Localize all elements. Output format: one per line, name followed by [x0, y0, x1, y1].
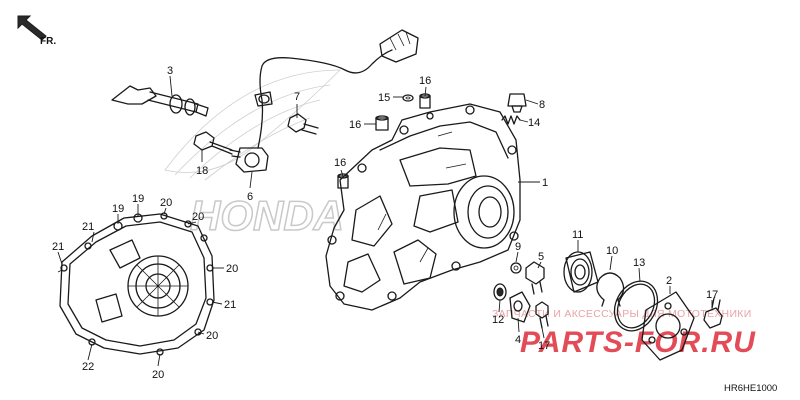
drain-bolt-part [525, 261, 545, 295]
front-direction-arrow-icon [17, 15, 47, 41]
callout-8: 8 [539, 99, 545, 111]
callout-22: 22 [82, 361, 94, 373]
callout-19-b: 19 [132, 193, 144, 205]
setting-plate-part [509, 291, 531, 323]
callout-5: 5 [538, 251, 544, 263]
callout-9: 9 [515, 241, 521, 253]
sealing-washer-part [510, 262, 522, 274]
callout-21-b: 21 [82, 221, 94, 233]
callout-19-a: 19 [112, 203, 124, 215]
honda-wing-logo-icon: HONDA [164, 69, 345, 240]
callout-1: 1 [542, 177, 548, 189]
callout-16-b: 16 [349, 119, 361, 131]
callout-16-c: 16 [334, 157, 346, 169]
callout-20-c: 20 [226, 263, 238, 275]
o-ring-part [613, 280, 659, 332]
bolt-part [287, 113, 319, 135]
callout-15: 15 [378, 92, 390, 104]
spring-part [501, 115, 521, 125]
dowel-pin-part [419, 93, 431, 109]
callout-6: 6 [247, 191, 253, 203]
callout-20-b: 20 [192, 211, 204, 223]
watermark-brand: PARTS-FOR.RU [520, 326, 756, 359]
callout-11: 11 [572, 229, 583, 241]
front-direction-label: FR. [40, 36, 56, 47]
dowel-pin-part [375, 115, 389, 131]
callout-12: 12 [492, 314, 504, 326]
callout-21-c: 21 [52, 241, 64, 253]
callout-4: 4 [515, 334, 521, 346]
callout-2: 2 [666, 275, 672, 287]
honda-logo-text: HONDA [190, 192, 344, 239]
bolt-part [193, 131, 233, 155]
callout-14: 14 [528, 117, 540, 129]
shift-spindle-part [111, 85, 209, 117]
callout-18: 18 [196, 165, 208, 177]
callout-21-a: 21 [224, 299, 236, 311]
callout-3: 3 [167, 65, 173, 77]
speed-sensor-part [229, 29, 419, 173]
callout-20-d: 20 [206, 330, 218, 342]
bearing-cover-plate-part [641, 291, 695, 361]
callout-10: 10 [606, 245, 618, 257]
diagram-code: HR6HE1000 [724, 383, 777, 394]
callout-labels: 3 7 6 18 15 16 16 16 8 14 1 9 5 12 4 17 … [52, 65, 718, 381]
oil-filler-bolt-part [507, 93, 527, 113]
callout-17-a: 17 [538, 340, 550, 352]
leader-lines [57, 75, 713, 367]
oil-seal-part [493, 283, 507, 301]
watermark-tagline: ЗАПЧАСТИ И АКСЕССУАРЫ ДЛЯ МОТОТЕХНИКИ [492, 308, 752, 320]
callout-20-e: 20 [152, 369, 164, 381]
callout-13: 13 [633, 257, 645, 269]
washer-part [402, 94, 414, 102]
callout-16-a: 16 [419, 75, 431, 87]
callout-20-a: 20 [160, 197, 172, 209]
callout-7: 7 [294, 91, 300, 103]
ball-bearing-part [563, 251, 599, 293]
callout-17-b: 17 [706, 289, 718, 301]
crankcase-cover-part [325, 103, 521, 311]
bolt-part [535, 301, 549, 329]
